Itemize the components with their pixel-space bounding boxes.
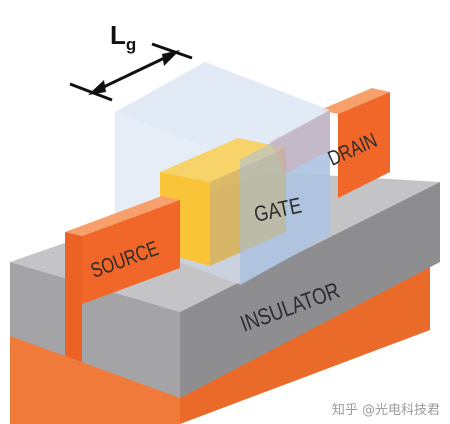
source-fin xyxy=(65,196,180,362)
arrowhead-right xyxy=(162,50,180,66)
drain-fin xyxy=(320,88,390,198)
gate-front xyxy=(240,110,330,285)
lg-label: Lg xyxy=(110,20,136,54)
arrowhead-left xyxy=(88,80,106,95)
lg-dimension xyxy=(69,42,193,102)
